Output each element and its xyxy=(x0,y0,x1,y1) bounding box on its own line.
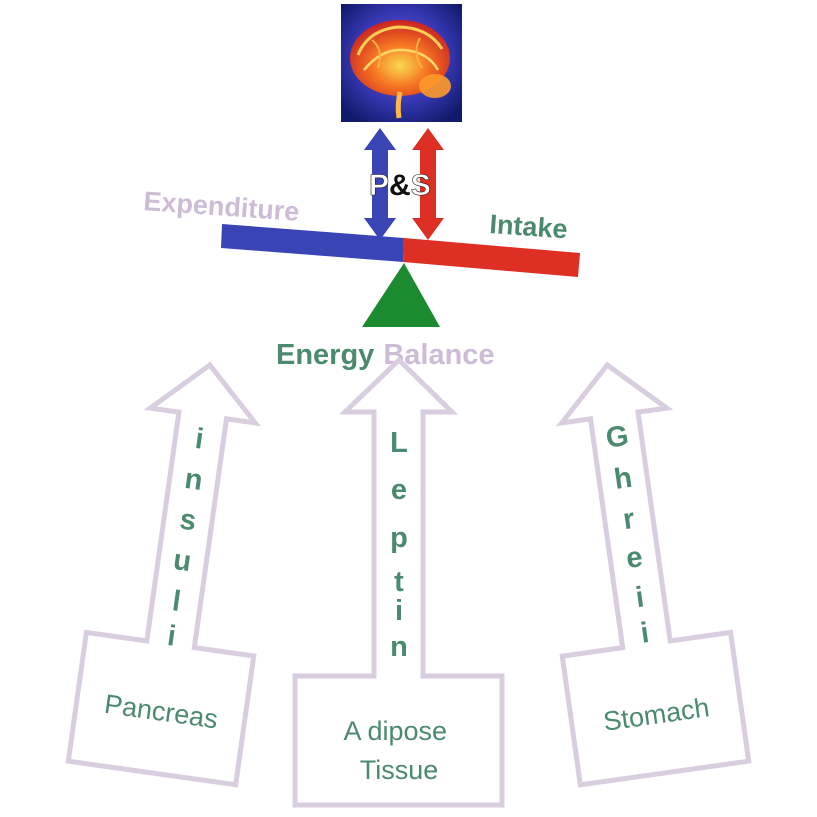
red-double-arrow xyxy=(412,128,444,240)
hormone-letter: r xyxy=(621,503,637,536)
hormone-letter: n xyxy=(390,631,408,663)
adipose-label-line1: A dipose xyxy=(343,716,447,746)
intake-label: Intake xyxy=(489,209,569,244)
s-label: S xyxy=(411,169,431,202)
hormone-letter: p xyxy=(390,522,408,554)
p-label: P xyxy=(369,169,389,202)
brain-scan-icon xyxy=(341,4,462,122)
svg-text:P&S: P&S xyxy=(369,169,431,202)
stomach-signal: Stomach G h r e i i xyxy=(556,361,752,788)
balance-beam xyxy=(221,224,580,277)
hormone-letter: s xyxy=(178,504,198,538)
energy-label: Energy xyxy=(276,339,374,371)
fulcrum-triangle xyxy=(362,263,440,327)
pancreas-signal: Pancreas i n s u l i xyxy=(65,361,261,788)
adipose-label-line2: Tissue xyxy=(360,755,439,785)
hormone-letter: u xyxy=(171,544,193,578)
hormone-letter: t xyxy=(394,566,404,598)
svg-text:A dipose Tissue: A dipose Tissue xyxy=(343,716,454,785)
hormone-letter: h xyxy=(612,462,634,496)
hormone-letter: e xyxy=(624,541,644,575)
hormone-letter: i xyxy=(395,595,403,627)
adipose-signal: A dipose Tissue L e p t i n xyxy=(292,356,505,808)
hormone-letter: e xyxy=(391,474,407,506)
ampersand-label: & xyxy=(389,169,411,202)
adipose-arrow-outline xyxy=(292,356,505,808)
pancreas-arrow-outline xyxy=(65,361,261,788)
hormone-letter: G xyxy=(604,420,631,455)
blue-double-arrow xyxy=(364,128,396,240)
stomach-arrow-outline xyxy=(556,361,752,788)
expenditure-label: Expenditure xyxy=(143,186,301,227)
hormone-letter: L xyxy=(390,427,408,459)
hormone-letter: n xyxy=(183,463,205,497)
